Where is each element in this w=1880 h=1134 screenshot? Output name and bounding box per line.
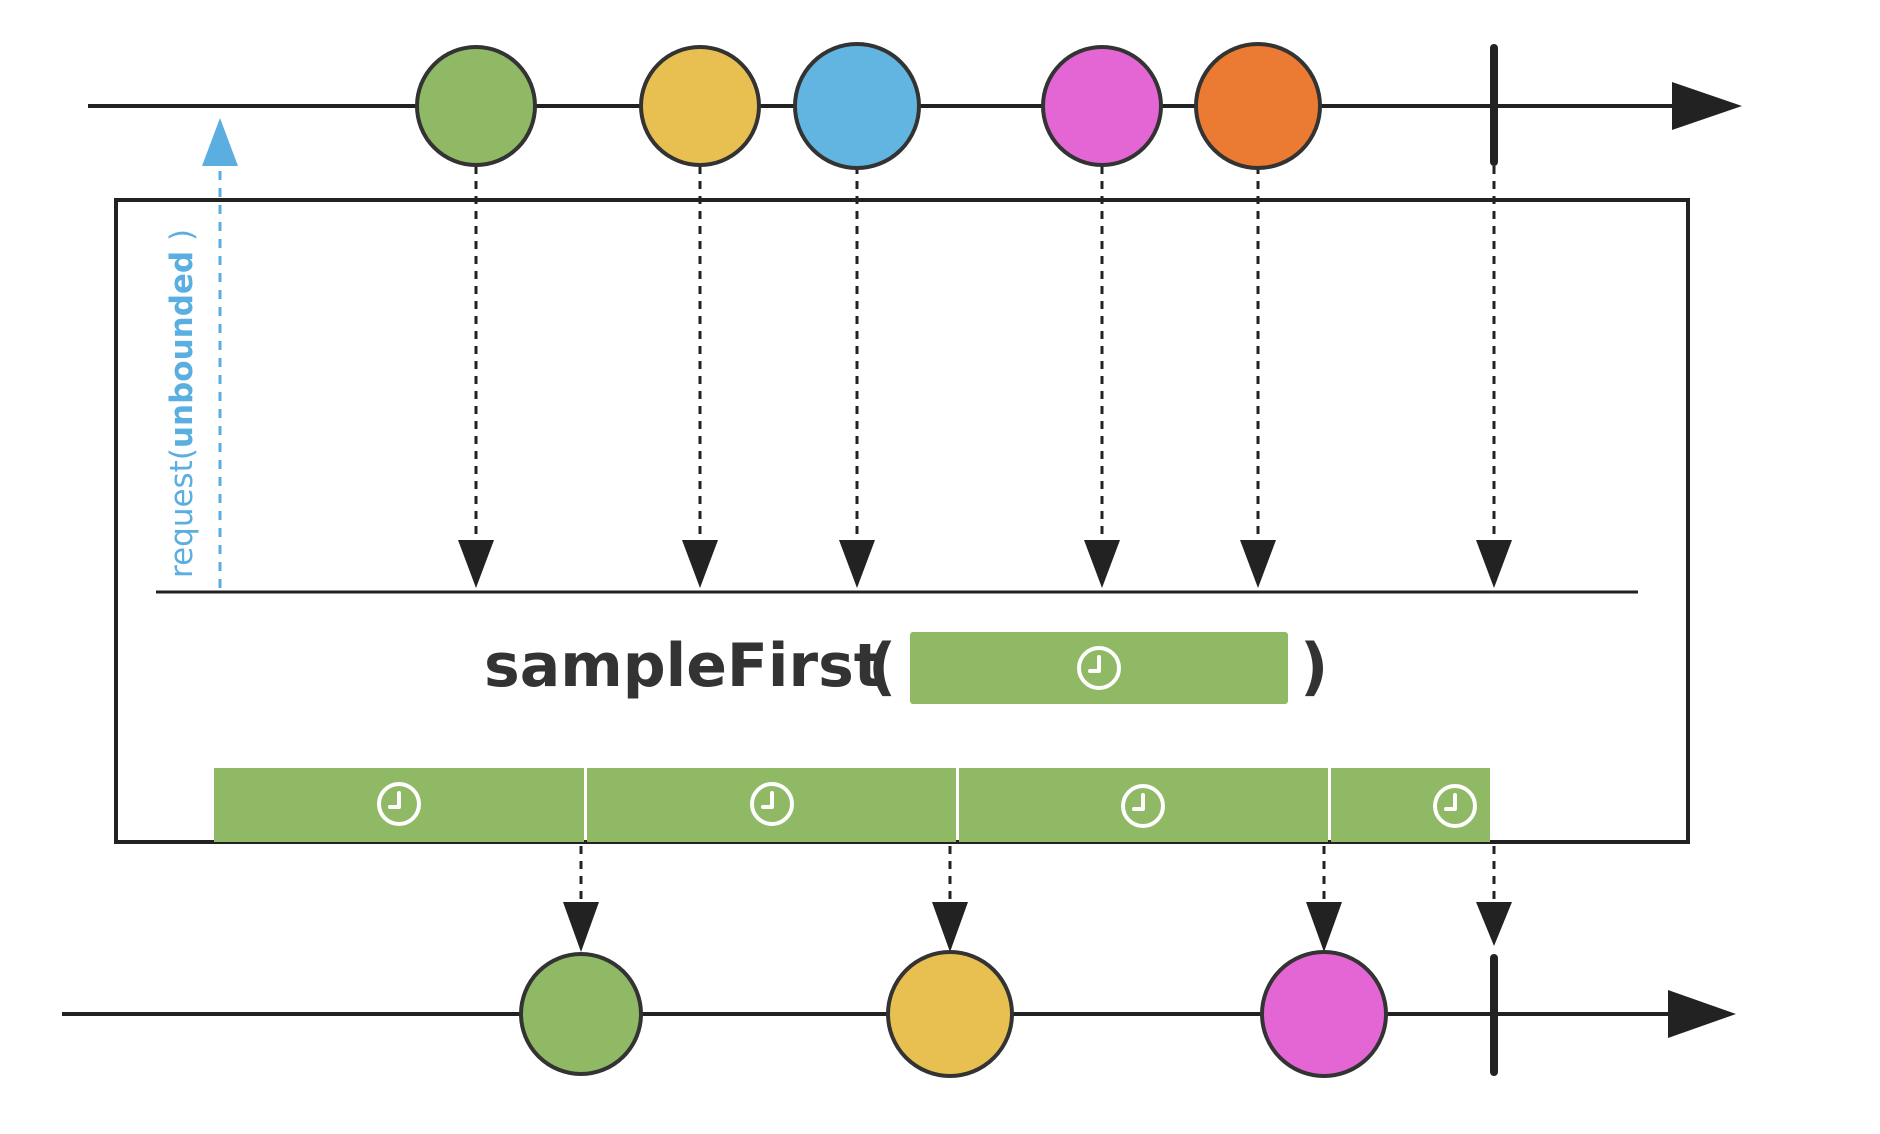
blue-marble <box>793 42 921 170</box>
operator-box <box>114 198 1690 844</box>
source-marbles <box>415 42 1322 170</box>
yellow-marble <box>639 45 761 167</box>
input-arrowhead <box>1240 540 1276 588</box>
operator-open-paren: ( <box>868 630 896 703</box>
operator-name: sampleFirst <box>484 631 882 701</box>
sample-windows <box>214 768 1490 842</box>
request-value: unbounded <box>164 251 200 448</box>
yellow-marble <box>886 950 1014 1078</box>
magenta-marble <box>1041 45 1163 167</box>
output-arrows <box>579 846 1496 904</box>
clock-icon <box>1433 784 1477 828</box>
request-signal: request(unbounded ) <box>164 118 238 588</box>
output-axis-arrow <box>1668 990 1736 1038</box>
clock-icon <box>377 782 421 826</box>
orange-marble <box>1194 42 1322 170</box>
green-marble <box>519 952 643 1076</box>
input-arrowheads <box>458 540 1512 588</box>
clock-icon <box>1077 646 1121 690</box>
input-arrows <box>474 166 1496 544</box>
input-arrowhead <box>1476 540 1512 588</box>
input-arrowhead <box>458 540 494 588</box>
operator-close-paren: ) <box>1300 630 1328 703</box>
sample-window <box>1331 768 1490 842</box>
input-arrowhead <box>682 540 718 588</box>
clock-icon <box>750 782 794 826</box>
request-label: request(unbounded ) <box>164 229 200 578</box>
output-arrowhead <box>563 902 599 952</box>
request-prefix: request( <box>164 448 200 578</box>
input-arrowhead <box>839 540 875 588</box>
magenta-marble <box>1260 950 1388 1078</box>
output-arrowhead <box>1306 902 1342 952</box>
output-marbles <box>519 950 1388 1078</box>
output-arrowhead <box>1476 902 1512 946</box>
output-arrowheads <box>563 902 1512 952</box>
output-timeline <box>62 990 1736 1038</box>
green-marble <box>415 45 537 167</box>
request-suffix: ) <box>164 229 200 251</box>
source-axis-arrow <box>1672 82 1742 130</box>
output-arrowhead <box>932 902 968 952</box>
operator-argument <box>910 632 1288 704</box>
request-arrow-head <box>202 118 238 166</box>
clock-icon <box>1121 784 1165 828</box>
input-arrowhead <box>1084 540 1120 588</box>
